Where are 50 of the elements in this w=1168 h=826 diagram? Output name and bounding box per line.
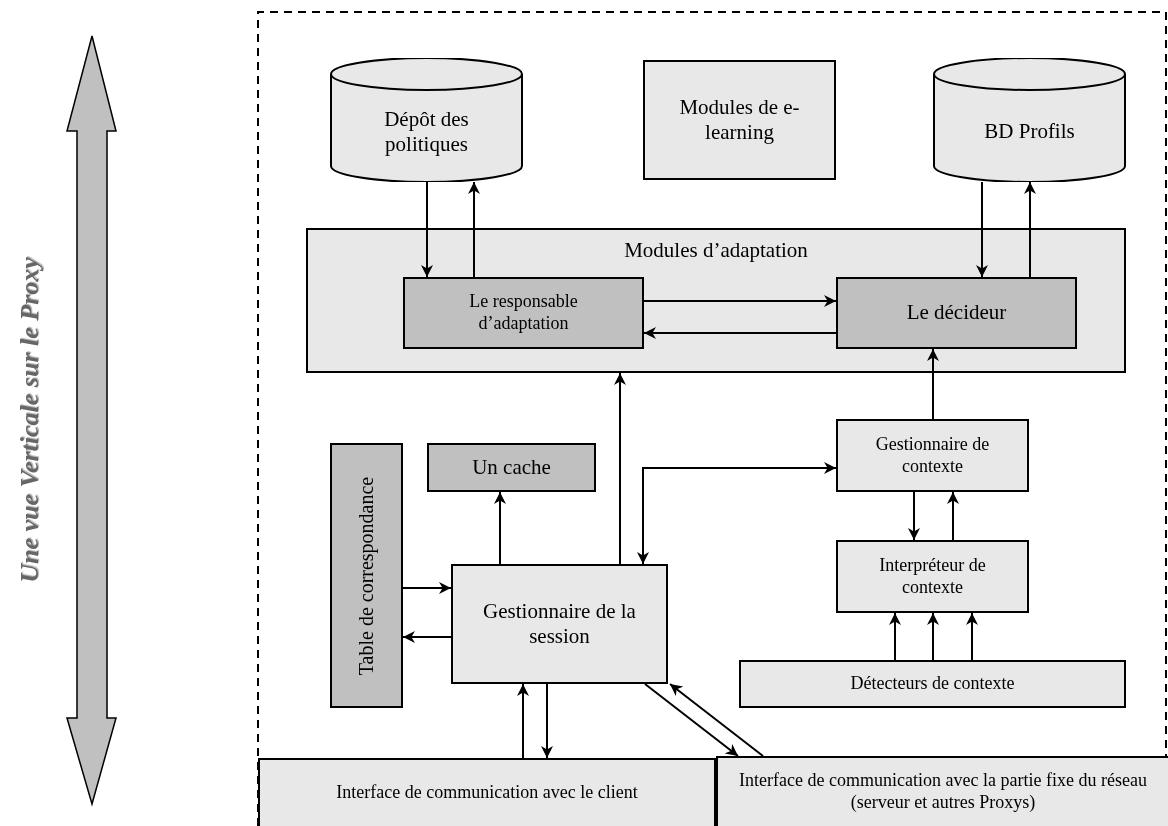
arrow [468, 181, 480, 278]
process-box [403, 277, 644, 349]
container-title: Modules d’adaptation [623, 238, 809, 264]
arrow [966, 612, 978, 661]
arrow [541, 683, 553, 759]
process-box [836, 540, 1029, 613]
arrow [927, 612, 939, 661]
process-box [451, 564, 668, 684]
process-box [836, 277, 1077, 349]
side-label: Une vue Verticale sur le Proxy [15, 257, 45, 583]
process-box [258, 758, 716, 826]
process-box [330, 443, 403, 708]
box-label: Modules de e-learning [678, 94, 801, 146]
arrow [494, 491, 506, 565]
process-box [427, 443, 596, 492]
arrow [637, 462, 837, 565]
arrow [402, 631, 452, 643]
database-cylinder [933, 58, 1126, 182]
box-label: Gestionnaire de la session [482, 598, 637, 650]
arrow [889, 612, 901, 661]
process-box [739, 660, 1126, 708]
arrow [1024, 181, 1036, 278]
box-label: Dépôt des politiques [383, 106, 470, 158]
arrow [402, 582, 452, 594]
module-container [306, 228, 1126, 373]
process-box [836, 419, 1029, 492]
box-label: Détecteurs de contexte [850, 673, 1015, 695]
box-label: Un cache [472, 454, 551, 481]
arrow [643, 327, 837, 339]
box-label: Interface de communication avec le client [336, 782, 638, 804]
box-label: BD Profils [984, 119, 1075, 145]
arrow [976, 181, 988, 278]
process-box [643, 60, 836, 180]
arrow [421, 181, 433, 278]
arrow [614, 372, 626, 565]
arrow [643, 295, 837, 307]
box-label: Interpréteur de contexte [878, 554, 987, 599]
arrow [517, 683, 529, 759]
box-label: Gestionnaire de contexte [874, 433, 991, 478]
box-label: Le décideur [906, 300, 1007, 326]
arrow [927, 348, 939, 420]
arrow [644, 683, 739, 757]
arrow [908, 491, 920, 541]
box-label: Le responsable d’adaptation [468, 291, 579, 335]
database-cylinder [330, 58, 523, 182]
box-label: Table de correspondance [354, 476, 379, 675]
process-box [716, 756, 1168, 826]
arrow [669, 683, 764, 757]
arrow [947, 491, 959, 541]
box-label: Interface de communication avec la partie fixe du réseau (serveur et autres Proxys) [738, 770, 1148, 814]
